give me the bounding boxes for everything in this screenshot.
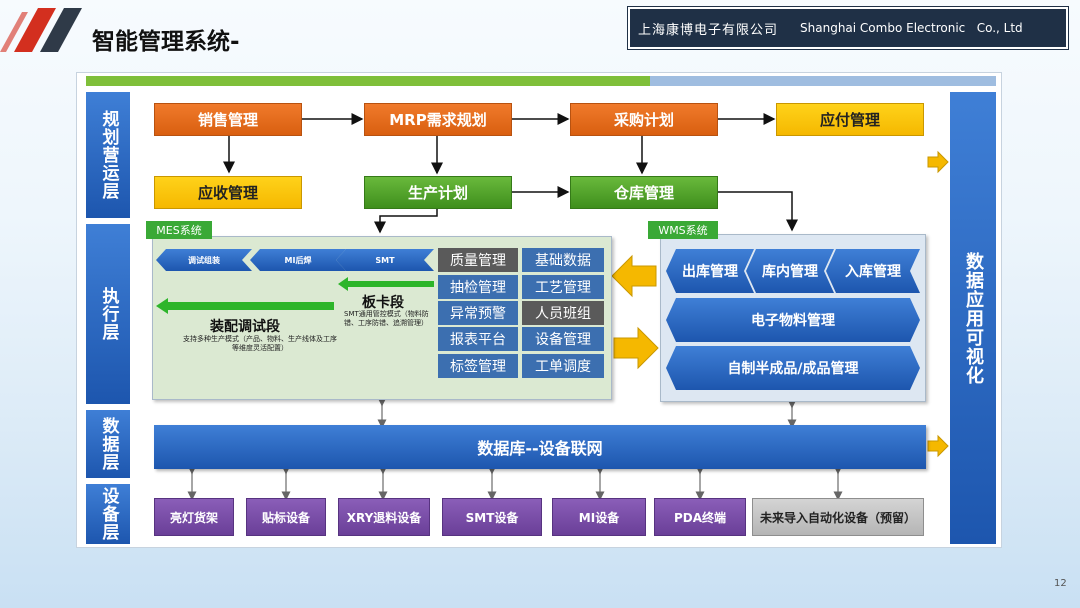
mes-grid-sampling-management: 抽检管理 [438,275,518,299]
mes-grid-label-management: 标签管理 [438,354,518,378]
panel-accent-bar [86,76,996,86]
payable-management-box: 应付管理 [776,103,924,136]
device-pda-terminal: PDA终端 [654,498,746,536]
receivable-management-box: 应收管理 [154,176,302,209]
layer-execution: 执行层 [86,224,130,404]
mes-grid-process-management: 工艺管理 [522,275,604,299]
wms-electronic-material-management: 电子物料管理 [666,298,920,342]
layer-visualization: 数据应用可视化 [950,92,996,544]
mes-chevron-mi-post-solder: MI后焊 [250,249,346,271]
database-device-network-bar: 数据库--设备联网 [154,425,926,469]
wms-outbound-management: 出库管理 [666,249,754,293]
wms-system-tag: WMS系统 [648,221,718,239]
board-stage-label: 板卡段 [362,295,404,311]
wms-in-warehouse-management: 库内管理 [746,249,834,293]
company-banner: 上海康博电子有限公司 Shanghai Combo Electronic Co.… [627,6,1069,50]
device-light-shelf: 亮灯货架 [154,498,234,536]
mes-chevron-debug-assembly: 调试组装 [156,249,252,271]
device-smt: SMT设备 [442,498,542,536]
mes-grid-staff-team: 人员班组 [522,301,604,325]
mes-chevron-smt: SMT [336,249,434,271]
page-title: 智能管理系统- [92,29,240,55]
device-future-automation: 未来导入自动化设备（预留） [752,498,924,536]
board-stage-arrow [338,276,434,291]
wms-finished-goods-management: 自制半成品/成品管理 [666,346,920,390]
device-labeling: 贴标设备 [246,498,326,536]
page-number: 12 [1054,578,1067,589]
company-name-en: Shanghai Combo Electronic Co., Ltd [800,21,1023,35]
mes-grid-work-order-dispatch: 工单调度 [522,354,604,378]
board-stage-description: SMT通用管控模式（物料防错、工序防错、追溯管理） [344,310,429,327]
mes-grid-equipment-management: 设备管理 [522,327,604,351]
mes-grid-exception-warning: 异常预警 [438,301,518,325]
mes-grid-quality-management: 质量管理 [438,248,518,272]
wms-inbound-management: 入库管理 [826,249,920,293]
warehouse-management-box: 仓库管理 [570,176,718,209]
sales-management-box: 销售管理 [154,103,302,136]
production-plan-box: 生产计划 [364,176,512,209]
layer-device: 设备层 [86,484,130,544]
purchase-plan-box: 采购计划 [570,103,718,136]
company-logo [0,6,86,52]
mes-grid-base-data: 基础数据 [522,248,604,272]
mrp-planning-box: MRP需求规划 [364,103,512,136]
layer-planning: 规划营运层 [86,92,130,218]
assembly-stage-description: 支持多种生产模式（产品、物料、生产线体及工序等维度灵活配置） [183,335,337,352]
device-xry-return: XRY退料设备 [338,498,430,536]
assembly-stage-arrow [156,298,334,314]
mes-grid-report-platform: 报表平台 [438,327,518,351]
company-name-cn: 上海康博电子有限公司 [638,22,779,38]
layer-data: 数据层 [86,410,130,478]
device-mi: MI设备 [552,498,646,536]
mes-system-tag: MES系统 [146,221,212,239]
assembly-stage-label: 装配调试段 [210,319,280,335]
